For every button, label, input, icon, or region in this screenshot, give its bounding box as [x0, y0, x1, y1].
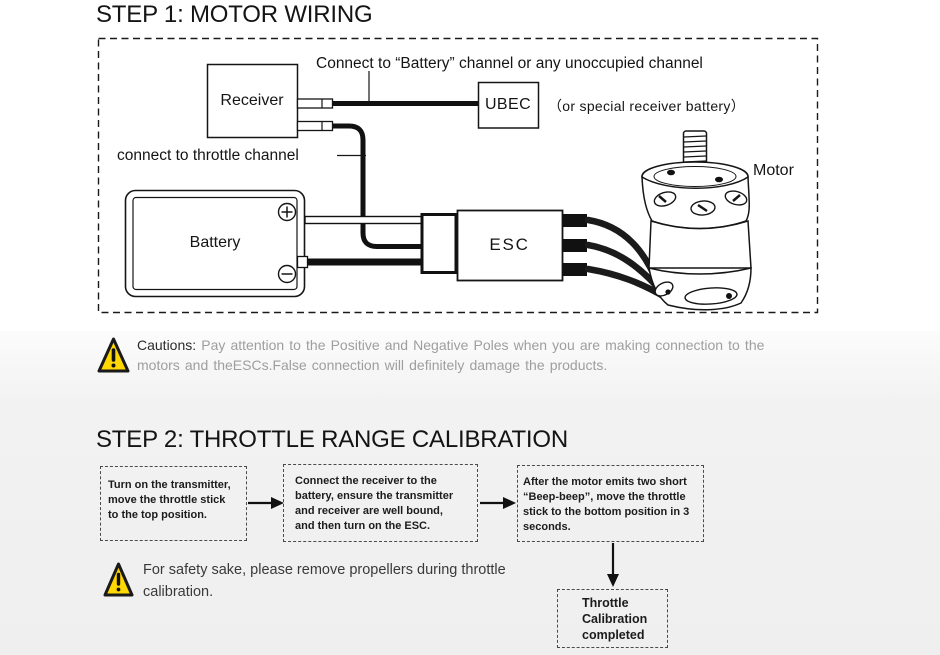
receiver-box-label: Receiver — [220, 91, 284, 109]
warning-icon — [97, 337, 130, 373]
ubec-note: （or special receiver battery） — [548, 98, 745, 114]
battery-negative-tab — [296, 255, 309, 269]
flow-step-completed: Throttle Calibration completed — [557, 589, 668, 648]
plus-terminal-icon — [277, 202, 297, 222]
battery-channel-note: Connect to “Battery” channel or any unoc… — [316, 55, 703, 72]
caution-prefix: Cautions: — [137, 337, 197, 353]
esc-box-label: ESC — [489, 235, 530, 254]
flow-step-3: After the motor emits two short “Beep-be… — [517, 465, 704, 542]
battery-box-label: Battery — [189, 234, 241, 251]
flow-step-1: Turn on the transmitter, move the thrott… — [100, 466, 247, 541]
receiver-box — [206, 63, 334, 139]
gray-background-band — [0, 331, 940, 655]
motor-label: Motor — [753, 162, 794, 179]
battery-positive-wire — [304, 215, 427, 225]
battery-drawing — [124, 189, 306, 298]
ubec-box-label: UBEC — [484, 96, 532, 113]
throttle-wire — [333, 123, 423, 249]
caution-text: Pay attention to the Positive and Negati… — [137, 337, 765, 373]
arrow-down-icon — [607, 574, 619, 587]
caution-note: Cautions: Pay attention to the Positive … — [137, 336, 845, 375]
flow-step-2: Connect the receiver to the battery, ens… — [283, 464, 478, 542]
diagram-dashed-border — [97, 37, 819, 314]
flow-arrows — [248, 497, 619, 587]
arrow-right-icon — [271, 497, 284, 509]
warning-icon — [103, 562, 134, 597]
step1-title: STEP 1: MOTOR WIRING — [96, 1, 373, 28]
safety-note: For safety sake, please remove propeller… — [143, 562, 506, 600]
step2-title: STEP 2: THROTTLE RANGE CALIBRATION — [96, 426, 568, 453]
arrow-right-icon — [503, 497, 516, 509]
throttle-channel-note: connect to throttle channel — [117, 147, 299, 164]
ubec-box — [477, 81, 540, 129]
esc-connector-block — [420, 213, 458, 274]
motor-drawing — [641, 130, 752, 311]
minus-terminal-icon — [277, 264, 297, 284]
esc-output-tabs — [562, 214, 587, 276]
